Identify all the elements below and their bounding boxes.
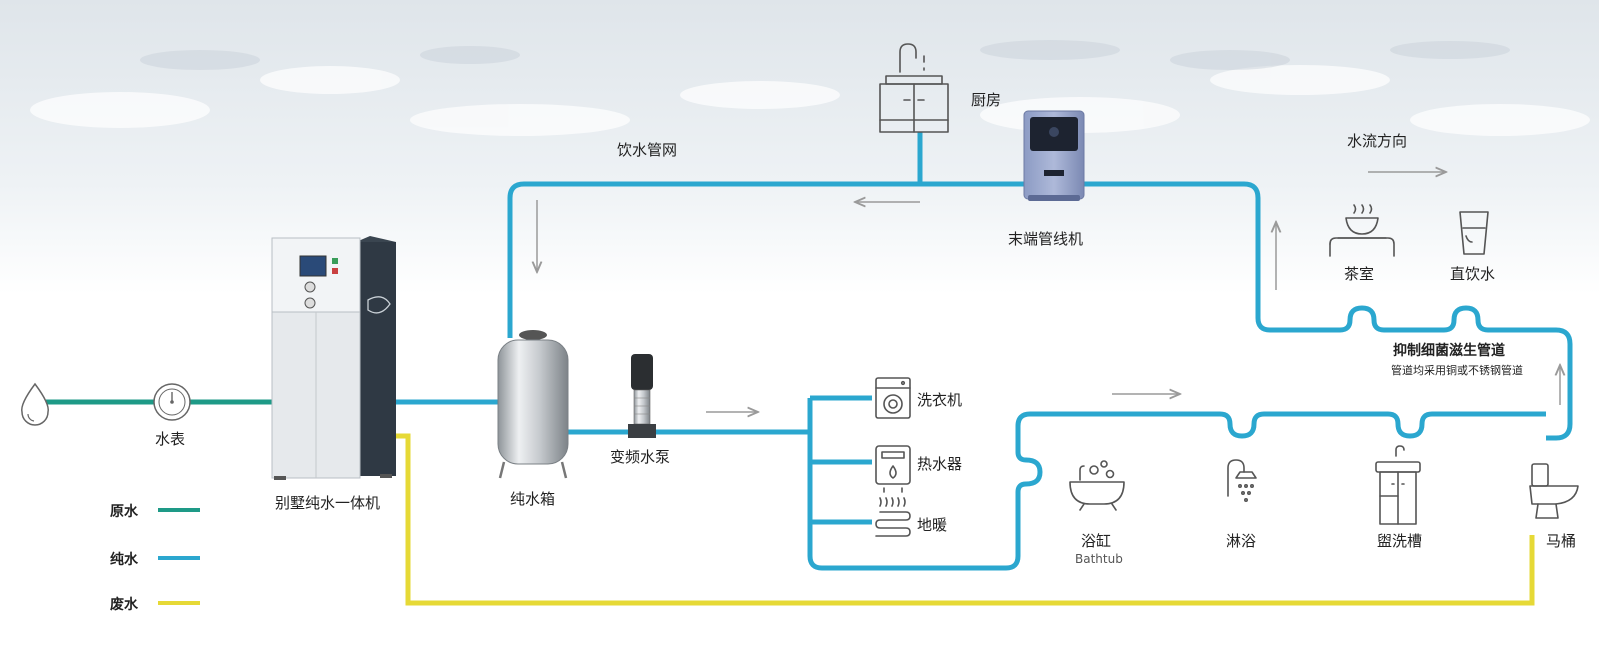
tea-room-label: 茶室 — [1344, 265, 1375, 283]
bathtub-icon — [1069, 460, 1125, 511]
floor-heating-icon — [875, 497, 911, 537]
anti-bacteria-label: 抑制细菌滋生管道 — [1393, 343, 1505, 359]
pump-label: 变频水泵 — [610, 448, 671, 466]
flow-direction-label: 水流方向 — [1347, 132, 1408, 150]
washing-machine-label: 洗衣机 — [917, 391, 963, 409]
pipe-material-label: 管道均采用铜或不锈钢管道 — [1391, 364, 1523, 377]
tea-cup-icon — [1329, 204, 1395, 257]
glass-icon — [1459, 211, 1489, 255]
legend-raw-water-label: 原水 — [110, 504, 138, 520]
shower-label: 淋浴 — [1226, 532, 1257, 550]
drinking-network-label: 饮水管网 — [617, 141, 678, 159]
legend-pure-water-label: 纯水 — [110, 552, 138, 568]
villa-machine-label: 别墅纯水一体机 — [275, 494, 381, 512]
washing-machine-icon — [875, 377, 911, 419]
water-drop-shine — [27, 413, 35, 422]
water-meter-icon — [153, 383, 191, 421]
water-meter-label: 水表 — [155, 430, 186, 448]
wash-basin-icon — [1375, 445, 1421, 525]
legend-lines — [158, 508, 200, 605]
pure-tank-label: 纯水箱 — [510, 490, 556, 508]
toilet-icon — [1529, 463, 1579, 519]
legend-waste-water-label: 废水 — [110, 597, 138, 613]
water-splash-shadows — [140, 40, 1510, 70]
bathtub-label: 浴缸 — [1081, 532, 1112, 550]
drinking-water-loop — [507, 181, 1573, 441]
basin-label: 盥洗槽 — [1377, 532, 1423, 550]
water-heater-label: 热水器 — [917, 455, 963, 473]
kitchen-sink-icon — [879, 43, 949, 133]
water-heater-icon — [875, 445, 911, 493]
floor-heating-label: 地暖 — [917, 516, 948, 534]
villa-machine-image — [271, 236, 396, 480]
water-splash-decoration — [30, 65, 1590, 136]
pure-water-tank-image — [497, 330, 569, 479]
shower-icon — [1227, 459, 1257, 502]
waste-water-pipe — [392, 433, 1535, 606]
terminal-machine-label: 末端管线机 — [1008, 230, 1084, 248]
direct-drink-label: 直饮水 — [1450, 265, 1496, 283]
bathroom-supply-pipe — [807, 398, 1546, 571]
terminal-pipeline-machine-image — [1023, 110, 1085, 201]
toilet-label: 马桶 — [1546, 532, 1577, 550]
flow-arrows — [537, 172, 1560, 412]
bathtub-en-label: Bathtub — [1075, 552, 1123, 566]
variable-frequency-pump-image — [628, 354, 656, 438]
kitchen-label: 厨房 — [971, 91, 1002, 109]
